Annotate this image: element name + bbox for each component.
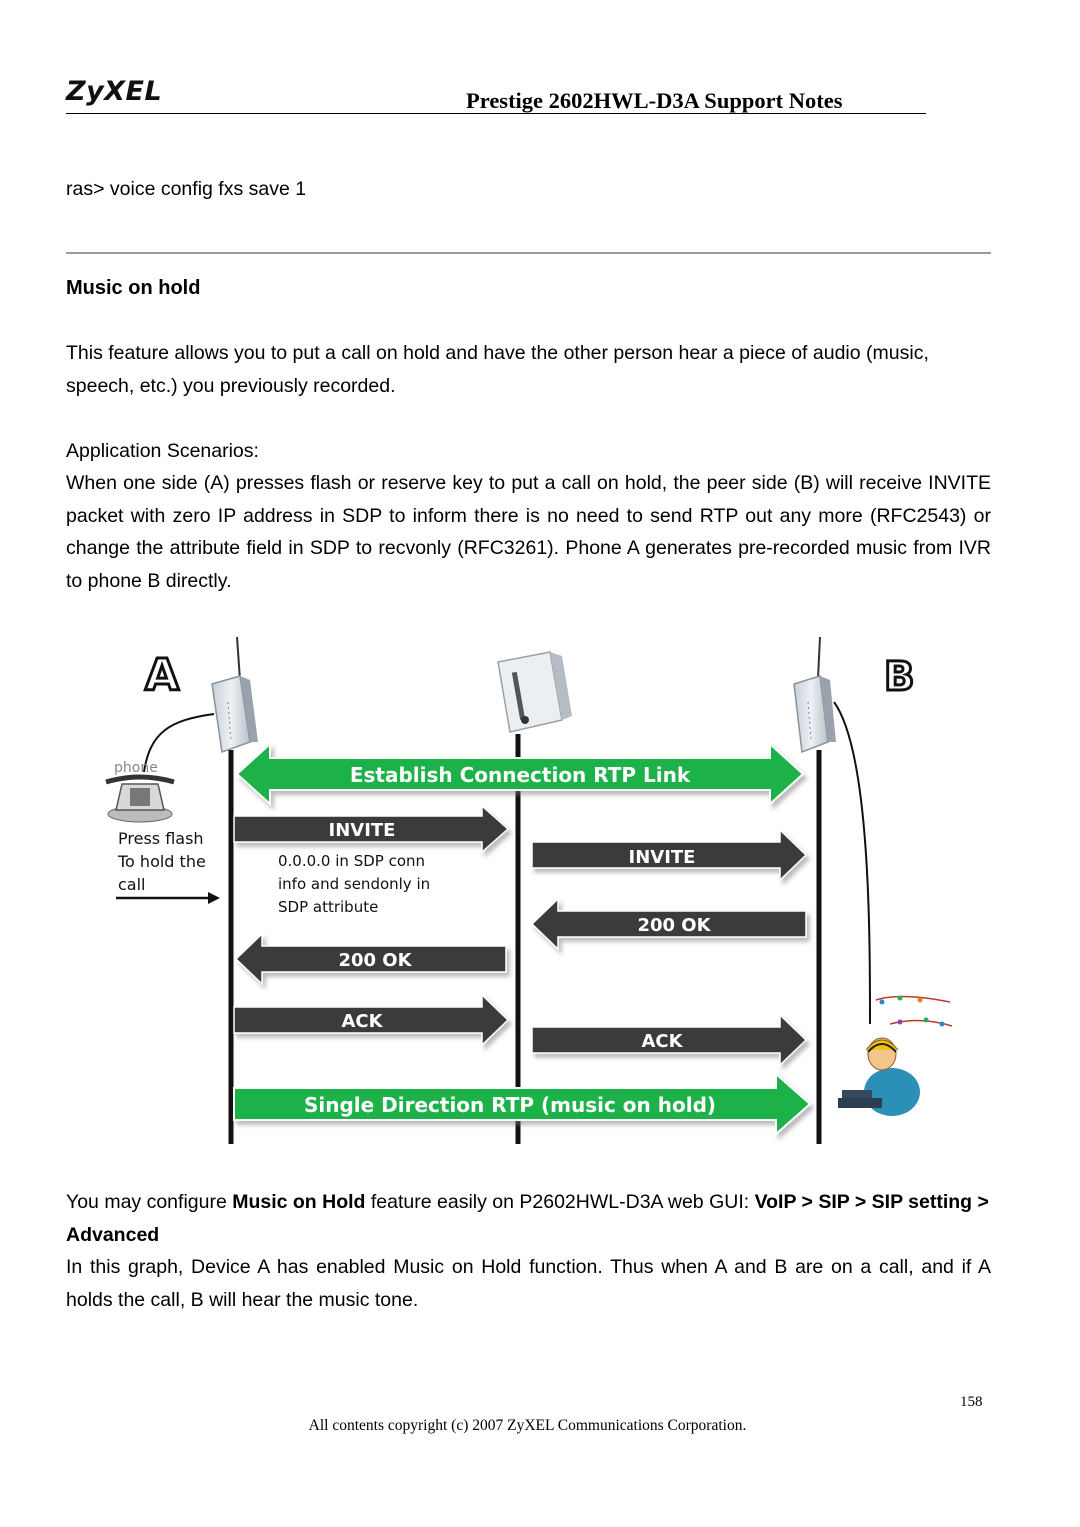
- config-prefix: You may configure: [66, 1191, 233, 1213]
- label-b: B: [884, 654, 915, 700]
- establish-rtp-arrow: [235, 741, 805, 807]
- operator-headset-icon: [838, 1037, 920, 1116]
- sdp-note-line-2: info and sendonly in: [278, 875, 430, 893]
- hold-pointer-arrow: [116, 892, 220, 904]
- label-a: A: [145, 650, 179, 701]
- ack-arrow-right: [531, 1013, 808, 1067]
- config-paragraph: You may configure Music on Hold feature …: [66, 1186, 991, 1251]
- ack-arrow-left: [233, 993, 510, 1047]
- invite-right-label: INVITE: [629, 847, 696, 868]
- zyxel-logo: ZyXEL: [66, 76, 163, 107]
- ok-left-label: 200 OK: [338, 950, 412, 971]
- sip-call-flow-diagram: A B phone Press flash To hold the ca: [105, 636, 953, 1144]
- section-heading: Music on hold: [66, 277, 201, 299]
- phone-label: phone: [114, 760, 158, 776]
- press-flash-note: Press flash To hold the call: [117, 829, 211, 894]
- closing-paragraph: In this graph, Device A has enabled Musi…: [66, 1256, 991, 1311]
- music-notes-icon: [875, 995, 953, 1027]
- ok-arrow-right: [530, 897, 807, 951]
- ack-left-label: ACK: [341, 1011, 383, 1032]
- press-flash-line-2: To hold the: [117, 852, 206, 871]
- invite-left-label: INVITE: [329, 820, 396, 841]
- config-feature: Music on Hold: [232, 1191, 366, 1213]
- config-path: VoIP > SIP > SIP setting > Advanced: [66, 1191, 989, 1246]
- single-direction-label: Single Direction RTP (music on hold): [304, 1093, 716, 1117]
- phone-icon: [105, 774, 175, 823]
- server-icon: [497, 651, 572, 733]
- establish-label: Establish Connection RTP Link: [350, 763, 691, 787]
- invite-arrow-right: [531, 828, 808, 882]
- sdp-note-line-3: SDP attribute: [278, 898, 378, 916]
- ok-arrow-left: [234, 932, 507, 986]
- single-direction-rtp-arrow: [233, 1071, 812, 1137]
- router-a-icon: [211, 636, 258, 754]
- scenarios-label: Application Scenarios:: [66, 440, 259, 462]
- intro-paragraph: This feature allows you to put a call on…: [66, 342, 929, 397]
- invite-arrow-left: [233, 804, 510, 854]
- ok-right-label: 200 OK: [637, 915, 711, 936]
- press-flash-line-1: Press flash: [118, 829, 204, 848]
- scenarios-paragraph: When one side (A) presses flash or reser…: [66, 472, 991, 592]
- command-line: ras> voice config fxs save 1: [66, 178, 307, 200]
- header-divider: [66, 113, 926, 114]
- document-title: Prestige 2602HWL-D3A Support Notes: [466, 88, 843, 113]
- sdp-note: 0.0.0.0 in SDP conn info and sendonly in…: [278, 852, 435, 916]
- config-middle: feature easily on P2602HWL-D3A web GUI:: [365, 1191, 755, 1213]
- page-number: 158: [960, 1394, 983, 1410]
- section-divider: [66, 252, 991, 254]
- ack-right-label: ACK: [641, 1031, 683, 1052]
- sdp-note-line-1: 0.0.0.0 in SDP conn: [278, 852, 425, 870]
- copyright-notice: All contents copyright (c) 2007 ZyXEL Co…: [308, 1417, 747, 1434]
- press-flash-line-3: call: [118, 875, 146, 894]
- router-b-icon: [793, 636, 836, 754]
